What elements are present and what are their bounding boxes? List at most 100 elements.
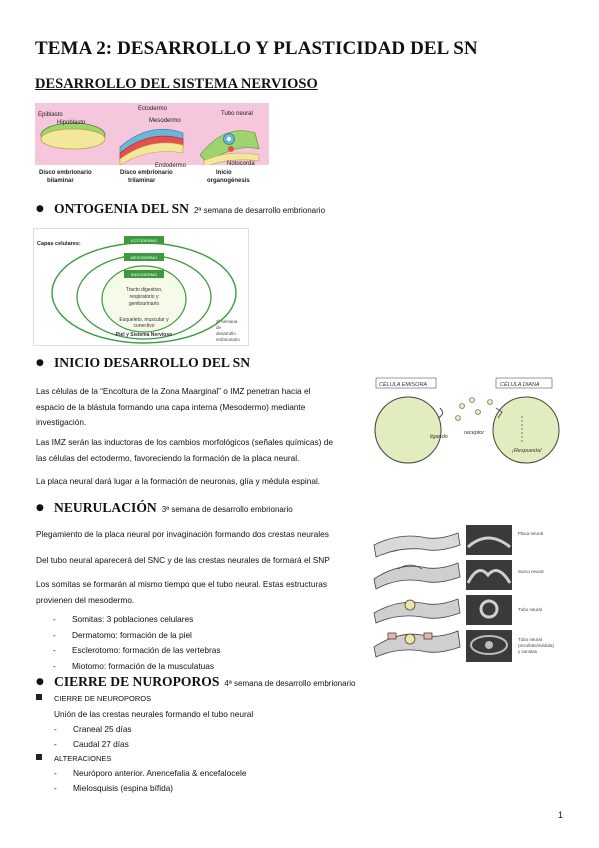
neurulacion-line-3a: Los somitas se formarán al mismo tiempo … — [36, 579, 327, 589]
inicio-p1-line-2: espacio de la blástula formando una capa… — [36, 401, 306, 412]
mid-text-2: conectivo — [133, 323, 154, 329]
neurulacion-line-3: Los somitas se formarán al mismo tiempo … — [36, 577, 327, 608]
square-bullet-icon — [36, 753, 42, 760]
ontogenia-heading: ONTOGENIA DEL SN — [54, 201, 189, 216]
inicio-paragraph-2: Las IMZ serán las inductoras de los camb… — [36, 435, 333, 466]
list-item-text: Neuróporo anterior. Anencefalia & encefa… — [73, 768, 247, 778]
inicio-p1-line-1: Las células de la “Encoltura de la Zona … — [36, 386, 311, 396]
layer-endodermo: ENDODERMO — [131, 272, 157, 277]
cell-signaling-figure: CÉLULA EMISORA CÉLULA DIANA ligando rece… — [372, 372, 564, 472]
section-inicio: ● INICIO DESARROLLO DEL SN — [36, 355, 250, 371]
section-cierre: ● CIERRE DE NUROPOROS 4ª semana de desar… — [36, 674, 355, 690]
list-item-text: Dermatomo: formación de la piel — [72, 629, 192, 640]
list-item-text: Miotomo: formación de la musculatuas — [72, 660, 215, 671]
caption-bilaminar-1: Disco embrionario — [39, 170, 92, 176]
cell-layers-header: Capas celulares: — [37, 241, 81, 247]
list-item-text: Mielosquisis (espina bífida) — [73, 783, 174, 793]
bullet-icon: ● — [36, 204, 44, 214]
label-endodermo: Endodermo — [155, 163, 187, 169]
bullet-icon: ● — [36, 677, 44, 687]
list-item: -Craneal 25 días — [54, 723, 132, 734]
inicio-p2-line-1: Las IMZ serán las inductoras de los camb… — [36, 437, 333, 447]
cell-layers-drawing: Capas celulares: ECTODERMO MESODERMO END… — [37, 236, 240, 344]
list-item-text: Caudal 27 días — [73, 738, 129, 749]
side-note-1: 2ª semana — [216, 319, 238, 324]
stage-label-3: Tubo neural — [518, 607, 542, 612]
inicio-paragraph-1: Las células de la “Encoltura de la Zona … — [36, 384, 310, 431]
layer-ectodermo: ECTODERMO — [131, 238, 157, 243]
neurulation-figure: Placa neural Surco neural Tubo neural Tu… — [368, 523, 566, 665]
square-bullet-icon — [36, 694, 42, 700]
side-note-4: embrionario — [216, 337, 240, 342]
cierre-note: 4ª semana de desarrollo embrionario — [224, 679, 356, 688]
stage-label-4b: (encéfalo/médula) — [518, 643, 555, 648]
stage-label-1: Placa neural — [518, 531, 543, 536]
cierre-content: CIERRE DE NEUROPOROS Unión de las cresta… — [36, 694, 253, 798]
label-tubo-neural: Tubo neural — [221, 111, 253, 117]
list-item-text: Esclerotomo: formación de las vertebras — [72, 645, 221, 655]
neurulacion-heading: NEURULACIÓN — [54, 500, 157, 515]
page-number: 1 — [557, 810, 563, 820]
bullet-icon: ● — [36, 503, 44, 513]
cierre-sub-1-text: Unión de las crestas neurales formando e… — [54, 708, 254, 719]
list-item: -Caudal 27 días — [54, 738, 129, 749]
inicio-paragraph-3: La placa neural dará lugar a la formació… — [36, 476, 321, 486]
side-note-3: desarrollo — [216, 331, 236, 336]
cierre-sub-2-label: ALTERACIONES — [54, 753, 112, 763]
list-item: -Mielosquisis (espina bífida) — [54, 783, 174, 793]
inner-text-3: genitourinario — [129, 301, 160, 307]
cell-signaling-drawing: CÉLULA EMISORA CÉLULA DIANA ligando rece… — [374, 377, 560, 464]
receptor-label: receptor — [464, 430, 485, 436]
list-item-text: Somitas: 3 poblaciones celulares — [72, 614, 194, 624]
section-subtitle: DESARROLLO DEL SISTEMA NERVIOSO — [35, 76, 318, 92]
section-ontogenia: ● ONTOGENIA DEL SN 2ª semana de desarrol… — [36, 201, 325, 217]
list-item: -Esclerotomo: formación de las vertebras — [53, 645, 221, 655]
neurulacion-line-3b: provienen del mesodermo. — [36, 594, 135, 605]
cierre-heading: CIERRE DE NUROPOROS — [54, 674, 220, 689]
embryo-disc-figure: Epiblasto Hipoblasto Ectodermo Mesodermo… — [35, 103, 269, 186]
outer-text: Piel y Sistema Nervioso — [116, 332, 172, 338]
list-item: -Miotomo: formación de la musculatuas — [53, 660, 215, 671]
neurulacion-note: 3ª semana de desarrollo embrionario — [161, 505, 293, 514]
caption-organogenesis-2: organogénesis — [207, 178, 250, 184]
stage-label-2: Surco neural — [518, 569, 544, 574]
cell-b-label: CÉLULA DIANA — [500, 381, 540, 388]
cierre-sub-1-label: CIERRE DE NEUROPOROS — [54, 694, 152, 703]
embryo-disc-drawing: Epiblasto Hipoblasto Ectodermo Mesodermo… — [35, 106, 269, 186]
ligand-label: ligando — [430, 434, 448, 440]
list-item: -Dermatomo: formación de la piel — [53, 629, 192, 640]
caption-bilaminar-2: bilaminar — [47, 178, 74, 184]
caption-trilaminar-1: Disco embrionario — [120, 170, 173, 176]
label-hipoblasto: Hipoblasto — [57, 120, 86, 126]
neurulacion-line-2: Del tubo neural aparecerá del SNC y de l… — [36, 555, 330, 565]
list-item-text: Craneal 25 días — [73, 723, 132, 734]
neurulation-drawing: Placa neural Surco neural Tubo neural Tu… — [373, 525, 555, 662]
neurulacion-line-1: Plegamiento de la placa neural por invag… — [36, 529, 329, 539]
stage-label-4a: Tubo neural — [518, 637, 542, 642]
cierre-sub-2: ALTERACIONES — [36, 753, 253, 769]
caption-trilaminar-2: trilaminar — [128, 178, 156, 184]
layer-mesodermo: MESODERMO — [131, 255, 158, 260]
inner-text-1: Tracto digestivo, — [126, 287, 163, 293]
inner-text-2: respiratorio y — [130, 294, 159, 300]
cell-a-label: CÉLULA EMISORA — [379, 381, 427, 388]
response-label: ¡Respuesta! — [512, 448, 542, 454]
inicio-p1-line-3: investigación. — [36, 417, 87, 427]
section-neurulacion: ● NEURULACIÓN 3ª semana de desarrollo em… — [36, 500, 293, 516]
ontogenia-note: 2ª semana de desarrollo embrionario — [193, 206, 326, 215]
cell-layers-figure: Capas celulares: ECTODERMO MESODERMO END… — [33, 228, 249, 346]
bullet-icon: ● — [36, 358, 44, 368]
inicio-p2-line-2: las células del ectodermo, favoreciendo … — [36, 452, 300, 463]
inicio-heading: INICIO DESARROLLO DEL SN — [54, 355, 251, 370]
label-epiblasto: Epiblasto — [38, 112, 63, 118]
page-title: TEMA 2: DESARROLLO Y PLASTICIDAD DEL SN — [35, 38, 478, 59]
mid-text-1: Esqueleto, muscular y — [119, 317, 169, 323]
label-notocorda: Notocorda — [227, 161, 255, 167]
somitas-list: -Somitas: 3 poblaciones celulares -Derma… — [53, 614, 221, 676]
stage-label-4c: y somitas — [518, 649, 538, 654]
list-item: -Somitas: 3 poblaciones celulares — [53, 614, 194, 624]
side-note-2: de — [216, 325, 222, 330]
label-ectodermo: Ectodermo — [138, 106, 168, 112]
cierre-sub-1: CIERRE DE NEUROPOROS — [36, 694, 253, 709]
caption-organogenesis-1: Inicio — [216, 170, 232, 176]
